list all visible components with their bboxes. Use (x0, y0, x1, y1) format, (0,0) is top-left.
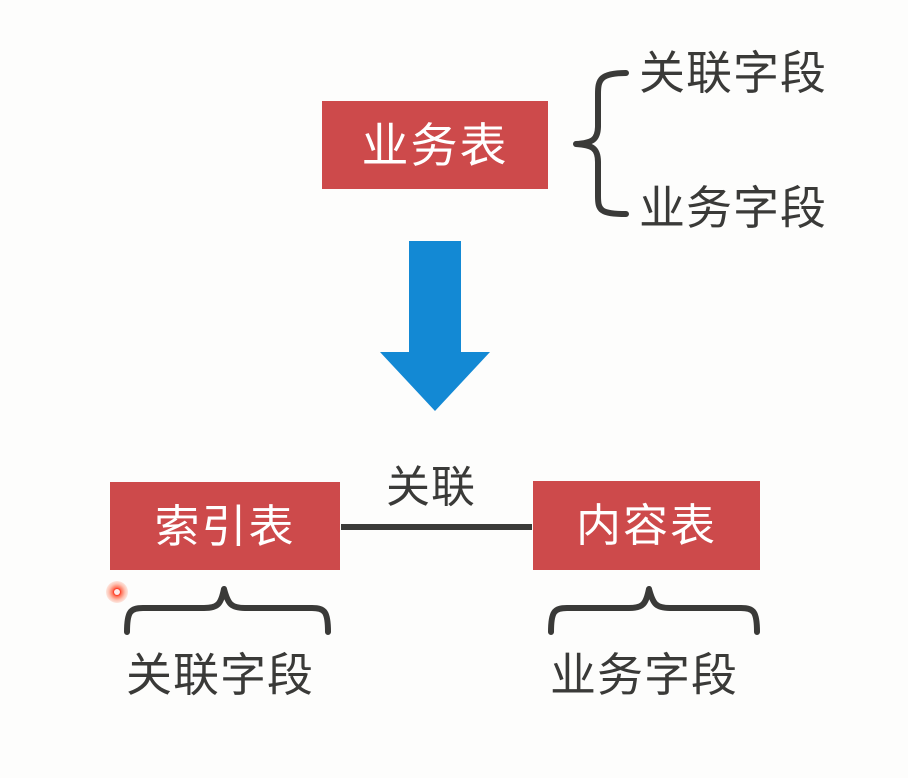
business-table-box[interactable]: 业务表 (322, 101, 548, 189)
brace-bottom-left-icon (124, 586, 331, 635)
index-table-label: 索引表 (154, 500, 296, 552)
bottom-right-brace-label: 业务字段 (550, 652, 738, 698)
top-brace-label-business-field-text: 业务字段 (639, 182, 827, 234)
down-arrow-icon (380, 241, 490, 411)
bottom-left-brace-label-text: 关联字段 (126, 649, 314, 701)
bottom-right-brace-label-text: 业务字段 (550, 649, 738, 701)
content-table-label: 内容表 (575, 500, 717, 551)
business-table-label: 业务表 (361, 118, 509, 172)
index-table-box[interactable]: 索引表 (110, 482, 340, 570)
brace-bottom-right-icon (548, 586, 760, 635)
top-brace-label-association-field: 关联字段 (639, 50, 827, 96)
click-indicator (106, 581, 128, 603)
bottom-left-brace-label: 关联字段 (126, 652, 314, 698)
connector-label-text: 关联 (386, 463, 476, 512)
top-brace-label-business-field: 业务字段 (639, 185, 827, 231)
connector-label: 关联 (386, 466, 476, 510)
top-brace-label-association-field-text: 关联字段 (639, 47, 827, 99)
content-table-box[interactable]: 内容表 (533, 481, 760, 570)
brace-top-right-icon (573, 70, 629, 217)
